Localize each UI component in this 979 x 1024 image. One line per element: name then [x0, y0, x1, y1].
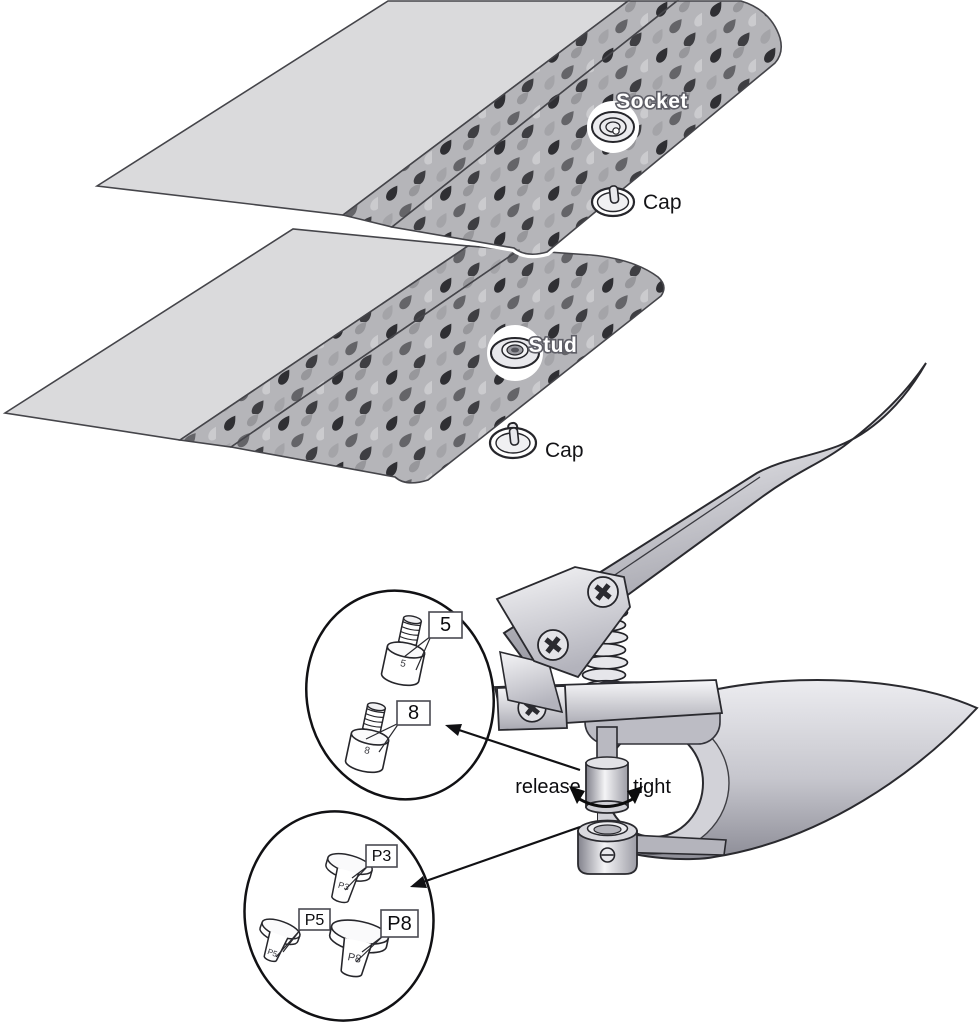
- svg-text:P3: P3: [372, 848, 392, 865]
- stud-label: Stud: [529, 334, 578, 357]
- die-p3-mark: P3: [337, 880, 350, 893]
- die-p3-tag: P3: [344, 844, 398, 891]
- cap-icon-top: [590, 185, 636, 218]
- svg-text:5: 5: [440, 614, 451, 636]
- fabric-front-layer: [390, 0, 782, 256]
- die-p5: P5: [259, 918, 301, 963]
- fabric-front-layer: [228, 249, 665, 484]
- die-p3: P3: [325, 852, 373, 904]
- tight-label: tight: [633, 776, 671, 798]
- fabric-panel-socket: Socket Cap: [85, 0, 786, 259]
- cap-label-middle: Cap: [545, 439, 584, 462]
- die-8: 8: [344, 702, 390, 774]
- release-label: release: [515, 776, 581, 798]
- die-8-tag: 8: [365, 700, 431, 753]
- die-5-tag: 5: [403, 611, 463, 671]
- callout-arrow-lower: [410, 825, 581, 888]
- lower-die-holder: [577, 819, 727, 875]
- die-p8: P8: [328, 919, 390, 978]
- fabric-panel-stud: Stud Cap: [2, 228, 665, 484]
- die-callout-lower: P3 P3 P5 P5 P8 P8: [243, 810, 435, 1022]
- die-p8-tag: P8: [355, 909, 419, 963]
- cap-icon-middle: [488, 421, 538, 460]
- stud-icon: [487, 325, 543, 381]
- die-p8-mark: P8: [347, 951, 363, 966]
- screw-icon: [587, 576, 619, 608]
- die-8-mark: 8: [363, 745, 371, 757]
- die-5-mark: 5: [399, 658, 407, 670]
- rotation-arrow-icon: [569, 786, 643, 808]
- snap-pliers: release tight: [493, 362, 979, 875]
- die-p5-mark: P5: [266, 947, 279, 959]
- socket-icon: [587, 101, 639, 153]
- die-callout-upper: 5 5 8 8: [305, 589, 495, 801]
- die-p5-tag: P5: [275, 908, 331, 958]
- socket-label: Socket: [616, 90, 688, 113]
- svg-text:8: 8: [408, 702, 419, 724]
- pliers-pivot-plate: [495, 566, 631, 714]
- cap-label-top: Cap: [643, 191, 682, 214]
- die-5: 5: [380, 615, 426, 687]
- svg-text:P5: P5: [305, 912, 325, 929]
- screw-icon: [537, 629, 569, 661]
- svg-text:P8: P8: [387, 913, 411, 935]
- callout-arrow-upper: [445, 724, 581, 772]
